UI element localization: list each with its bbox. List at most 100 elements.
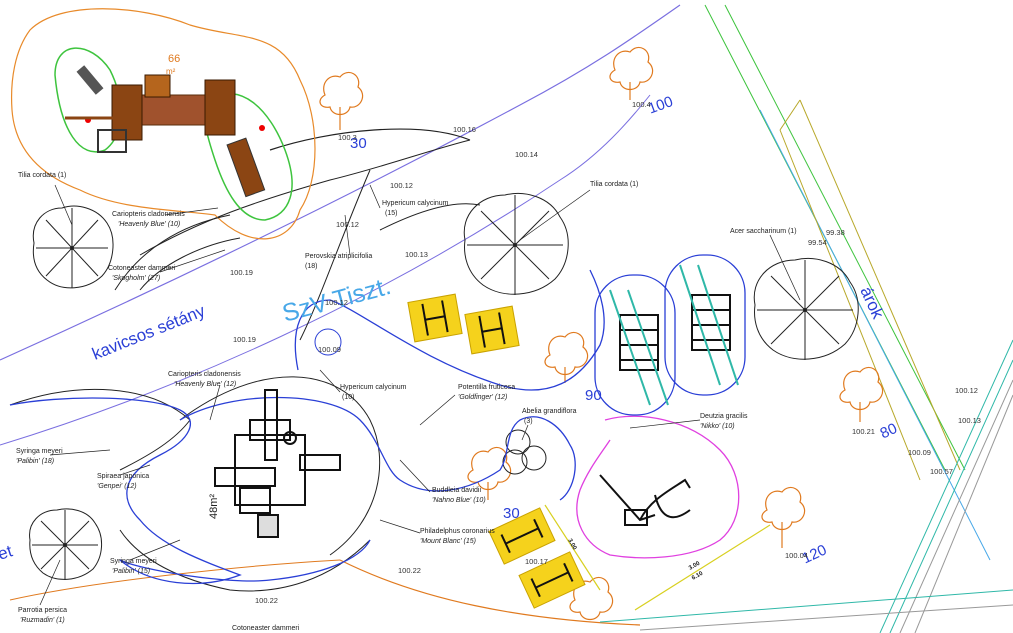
svg-text:100.16: 100.16 (453, 125, 476, 134)
abelia-shrub-2 (521, 445, 547, 471)
swing-pad-2 (664, 254, 746, 396)
svg-text:100.22: 100.22 (398, 566, 421, 575)
svg-text:100.57: 100.57 (930, 467, 953, 476)
tree-symbol-80 (839, 367, 884, 422)
label-potentilla: Potentilla fruticosa (458, 384, 515, 391)
svg-text:100.13: 100.13 (958, 416, 981, 425)
playground-green-border-right (203, 93, 293, 221)
yellow-pad-3 (488, 507, 556, 565)
svg-text:'Palibin' (15): 'Palibin' (15) (112, 568, 150, 575)
svg-text:100.12: 100.12 (390, 181, 413, 190)
label-tilia-mid: Tilia cordata (1) (590, 181, 638, 188)
svg-text:100.17: 100.17 (525, 557, 548, 566)
swing-pad-1 (594, 274, 676, 416)
dimension-label-1: 3.00 (688, 560, 702, 571)
swing-frames (609, 264, 739, 406)
svg-text:100.21: 100.21 (852, 427, 875, 436)
path-edges (0, 4, 681, 626)
yellow-pad-4 (518, 551, 586, 609)
svg-text:(10): (10) (342, 394, 354, 401)
svg-text:'Goldfinger' (12): 'Goldfinger' (12) (458, 394, 507, 401)
svg-text:'Mount Blanc' (15): 'Mount Blanc' (15) (420, 538, 476, 545)
magenta-bed-border (576, 415, 740, 559)
label-syringa-bottom: Syringa meyeri (110, 558, 157, 565)
svg-text:'Heavenly Blue' (10): 'Heavenly Blue' (10) (118, 221, 180, 228)
plant-labels: Tilia cordata (1) Cariopteris cladonensi… (16, 172, 797, 632)
abelia-shrub-1 (505, 429, 531, 455)
playground-orange-border (11, 8, 316, 240)
svg-text:100.12: 100.12 (336, 220, 359, 229)
svg-text:100.3: 100.3 (338, 133, 357, 142)
playground-green-border-left (54, 47, 122, 153)
svg-text:100.14: 100.14 (515, 150, 538, 159)
tree-symbol-30-top (319, 72, 364, 130)
svg-text:100.13: 100.13 (405, 250, 428, 259)
label-caryopteris-top: Cariopteris cladonensis (112, 211, 185, 218)
yellow-equipment-pads (407, 293, 586, 609)
blue-bed-border-central (294, 269, 605, 391)
existing-tree-canopies (29, 192, 859, 580)
tree-canopy-tilia-left (32, 205, 114, 289)
road-lines (599, 4, 1013, 633)
label-abelia: Abelia grandiflora (522, 408, 577, 415)
path-label-left: et (0, 541, 15, 564)
area-label-unit: m² (166, 67, 176, 76)
tree-canopy-tilia-mid (463, 192, 569, 295)
svg-text:(3): (3) (524, 418, 533, 425)
svg-text:'Nahno Blue' (10): 'Nahno Blue' (10) (432, 497, 486, 504)
svg-text:100.19: 100.19 (233, 335, 256, 344)
blue-bed-border-main (179, 396, 576, 501)
svg-text:'Nikko' (10): 'Nikko' (10) (700, 423, 735, 430)
tree-canopy-acer (753, 257, 859, 360)
svg-text:100.09: 100.09 (318, 345, 341, 354)
label-hypericum-mid: Hypericum calycinum (340, 384, 407, 391)
svg-text:'Genpei' (12): 'Genpei' (12) (97, 483, 137, 490)
label-caryopteris-mid: Cariopteris cladonensis (168, 371, 241, 378)
svg-text:100.12: 100.12 (955, 386, 978, 395)
area-label-value: 66 (168, 53, 180, 65)
label-syringa-left: Syringa meyeri (16, 448, 63, 455)
tree-number-30-top: 30 (350, 135, 367, 152)
survey-point-marker (314, 328, 342, 356)
dimension-lines (544, 504, 771, 611)
blue-bed-border-left (9, 397, 242, 584)
svg-text:'Palibin' (18): 'Palibin' (18) (16, 458, 54, 465)
svg-text:100.09: 100.09 (908, 448, 931, 457)
svg-text:100.04: 100.04 (785, 551, 808, 560)
proposed-tree-symbols (319, 47, 884, 621)
play-structure-top (65, 65, 266, 198)
ditch-label: árok (856, 284, 887, 322)
dimension-label-3: 3.00 (566, 538, 577, 552)
yellow-pad-2 (464, 305, 520, 355)
svg-text:'Ruzmadin' (1): 'Ruzmadin' (1) (20, 617, 65, 624)
tree-symbol-bottom-center (569, 577, 614, 621)
label-spiraea: Spiraea japonica (97, 473, 149, 480)
tree-symbol-90 (544, 332, 589, 383)
label-acer: Acer saccharinum (1) (730, 228, 797, 235)
label-hypericum-top: Hypericum calycinum (382, 200, 449, 207)
svg-text:(15): (15) (385, 210, 397, 217)
label-buddleia: Buddleia davidii (432, 487, 481, 494)
svg-text:(18): (18) (305, 263, 317, 270)
tree-number-30-bottom: 30 (503, 505, 520, 522)
play-structure-center (214, 389, 341, 538)
svg-text:100.19: 100.19 (230, 268, 253, 277)
tree-number-80: 80 (878, 420, 900, 442)
area-label-48: 48m² (208, 494, 220, 519)
svg-text:'Skogholm' (27): 'Skogholm' (27) (112, 275, 160, 282)
svg-text:99.54: 99.54 (808, 238, 827, 247)
svg-text:99.38: 99.38 (826, 228, 845, 237)
blue-bed-border-lower (119, 539, 371, 582)
label-perovskia: Perovskia atriplicifolia (305, 253, 372, 260)
shrub-bed-outlines (9, 169, 481, 592)
tree-symbol-120 (761, 487, 806, 548)
label-cotoneaster-bottom: Cotoneaster dammeri (232, 625, 300, 632)
label-philadelphus: Philadelphus coronarius (420, 528, 495, 535)
tree-canopy-parrotia (29, 508, 102, 580)
svg-text:100.4: 100.4 (632, 100, 651, 109)
dimension-label-2: 6.10 (691, 570, 705, 581)
label-parrotia: Parrotia persica (18, 607, 67, 614)
label-deutzia: Deutzia gracilis (700, 413, 748, 420)
label-cotoneaster-top: Cotoneaster dammeri (108, 265, 176, 272)
